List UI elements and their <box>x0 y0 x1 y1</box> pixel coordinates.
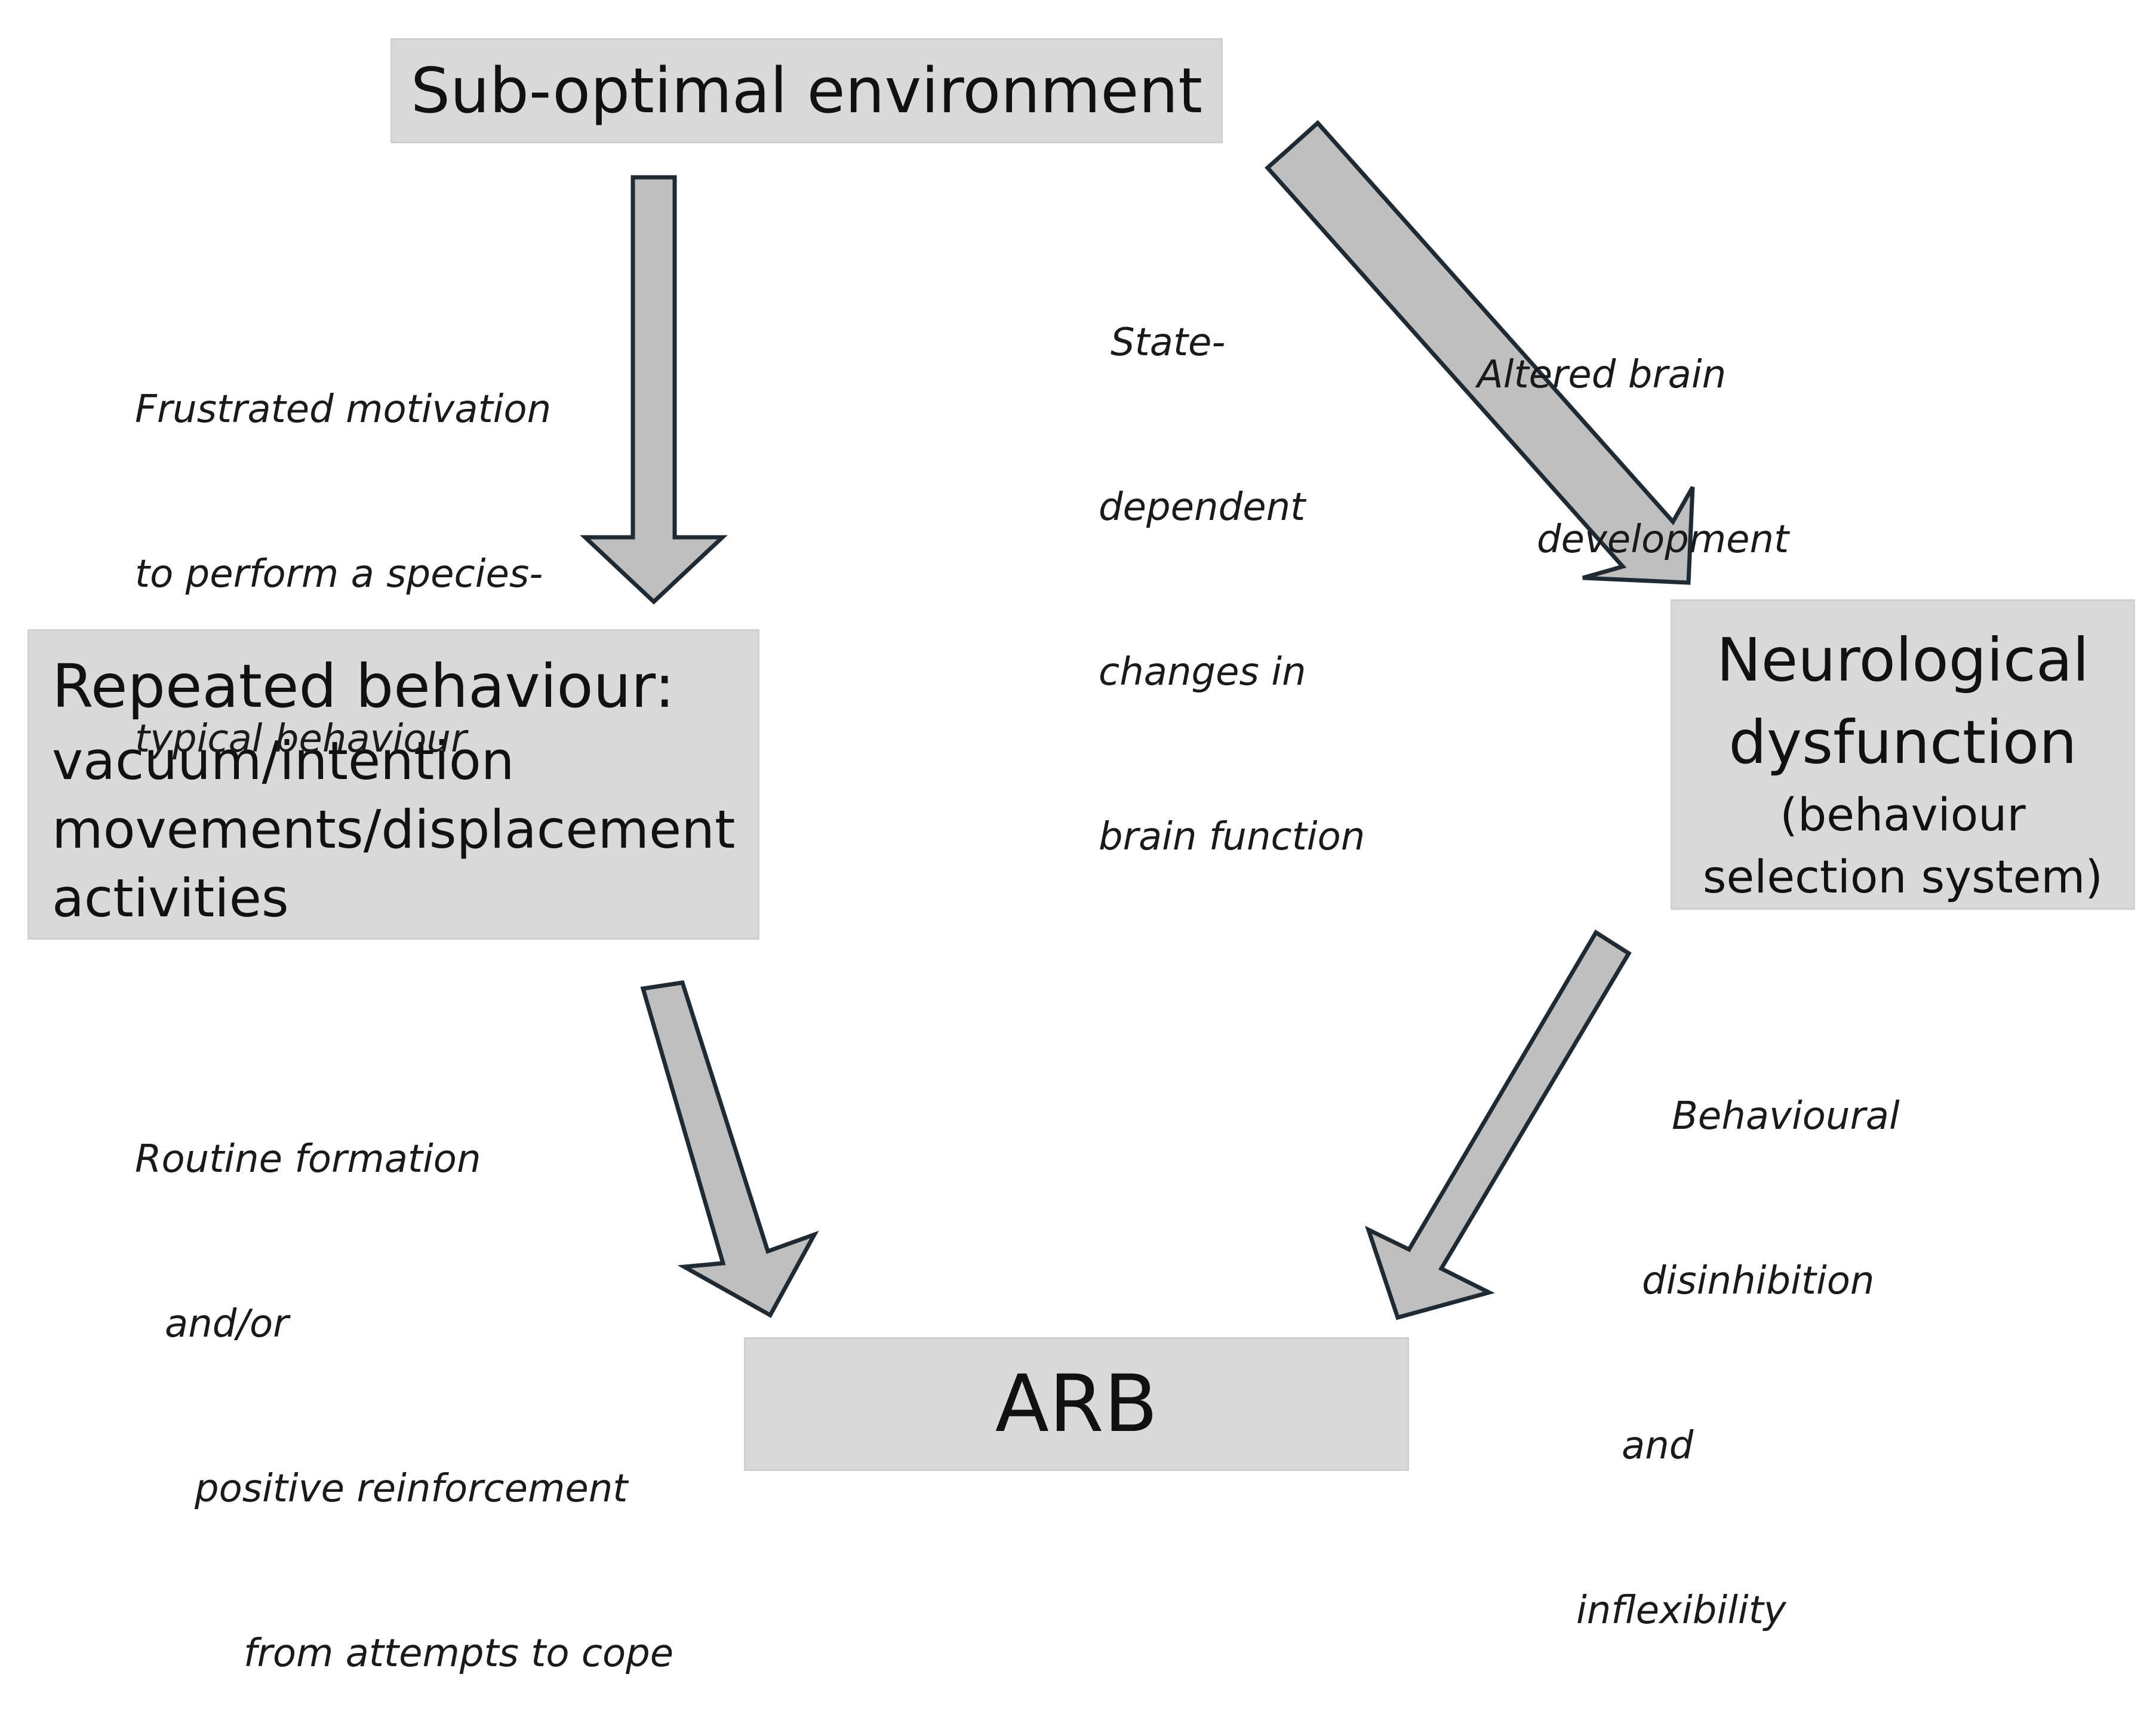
label-line: State- <box>1111 321 1226 365</box>
label-line: and <box>1622 1424 1694 1468</box>
box-repeated-title: Repeated behaviour: <box>52 651 675 721</box>
box-environment: Sub-optimal environment <box>390 38 1223 143</box>
label-state-dependent: State- dependent changes in brain functi… <box>1099 205 1365 919</box>
box-neurological-dysfunction: Neurological dysfunction (behaviour sele… <box>1671 599 2135 910</box>
box-repeated-line: movements/displacement <box>52 799 736 860</box>
arrow-neuro-to-arb <box>1365 929 1632 1321</box>
box-neuro-sub-line: (behaviour <box>1780 788 2026 841</box>
label-line: typical behaviour <box>135 717 467 761</box>
arrow-environment-to-neuro <box>1265 120 1695 585</box>
label-line: Altered brain <box>1477 353 1727 397</box>
label-line: Routine formation <box>135 1137 481 1181</box>
arrows-layer <box>580 120 1695 1321</box>
label-line: dependent <box>1099 485 1306 530</box>
label-line: positive reinforcement <box>195 1467 628 1511</box>
label-line: to perform a species- <box>135 552 543 596</box>
box-repeated-line: activities <box>52 867 289 929</box>
box-arb-title: ARB <box>995 1358 1158 1450</box>
label-behavioural-disinhibition: Behavioural disinhibition and inflexibil… <box>1576 979 1900 1693</box>
label-line: brain function <box>1099 815 1365 859</box>
box-neuro-content: Neurological dysfunction (behaviour sele… <box>1672 619 2133 908</box>
box-neuro-title-line: dysfunction <box>1728 707 2077 777</box>
label-altered-brain-development: Altered brain development <box>1477 238 1789 622</box>
box-neuro-title-line: Neurological <box>1716 625 2090 695</box>
label-routine-formation: Routine formation and/or positive reinfo… <box>135 1022 673 1736</box>
label-line: changes in <box>1099 650 1306 694</box>
box-repeated-behaviour: Repeated behaviour: vacuum/intention mov… <box>27 629 759 940</box>
label-line: development <box>1537 518 1789 562</box>
label-frustrated-motivation: Frustrated motivation to perform a speci… <box>135 272 551 821</box>
label-line: inflexibility <box>1576 1589 1786 1633</box>
box-environment-title: Sub-optimal environment <box>410 54 1203 127</box>
label-line: disinhibition <box>1642 1259 1875 1303</box>
arrow-repeated-to-arb <box>640 980 819 1318</box>
label-line: Behavioural <box>1672 1094 1900 1138</box>
box-neuro-sub-line: selection system) <box>1702 850 2103 903</box>
box-arb: ARB <box>744 1337 1409 1471</box>
box-repeated-body: vacuum/intention movements/displacement … <box>52 727 735 932</box>
arrow-environment-to-repeated <box>580 175 728 605</box>
label-line: from attempts to cope <box>244 1632 674 1676</box>
label-line: Frustrated motivation <box>135 387 552 432</box>
label-line: and/or <box>165 1302 289 1346</box>
box-repeated-line: vacuum/intention <box>52 730 515 792</box>
